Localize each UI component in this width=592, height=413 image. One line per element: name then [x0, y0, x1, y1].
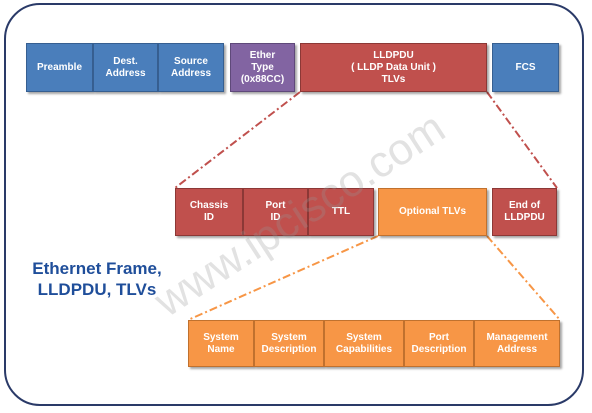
fcs-box: FCS — [492, 43, 559, 92]
system-description-box: System Description — [254, 320, 324, 367]
lldpdu-box: LLDPDU ( LLDP Data Unit ) TLVs — [300, 43, 487, 92]
lldpdu-left-connector — [174, 91, 301, 189]
optional-right-connector — [486, 235, 561, 321]
dest-address-box: Dest. Address — [93, 43, 158, 92]
system-capabilities-box: System Capabilities — [324, 320, 404, 367]
end-of-lldpdu-box: End of LLDPDU — [492, 188, 557, 236]
chassis-id-box: Chassis ID — [175, 188, 243, 236]
management-address-box: Management Address — [474, 320, 560, 367]
port-id-box: Port ID — [243, 188, 308, 236]
lldpdu-right-connector — [486, 91, 558, 189]
source-address-box: Source Address — [158, 43, 224, 92]
ether-type-box: Ether Type (0x88CC) — [230, 43, 295, 92]
preamble-box: Preamble — [26, 43, 93, 92]
optional-tlvs-box: Optional TLVs — [378, 188, 487, 236]
ttl-box: TTL — [308, 188, 374, 236]
port-description-box: Port Description — [404, 320, 474, 367]
diagram-caption: Ethernet Frame, LLDPDU, TLVs — [32, 259, 162, 299]
system-name-box: System Name — [188, 320, 254, 367]
optional-left-connector — [187, 235, 379, 321]
